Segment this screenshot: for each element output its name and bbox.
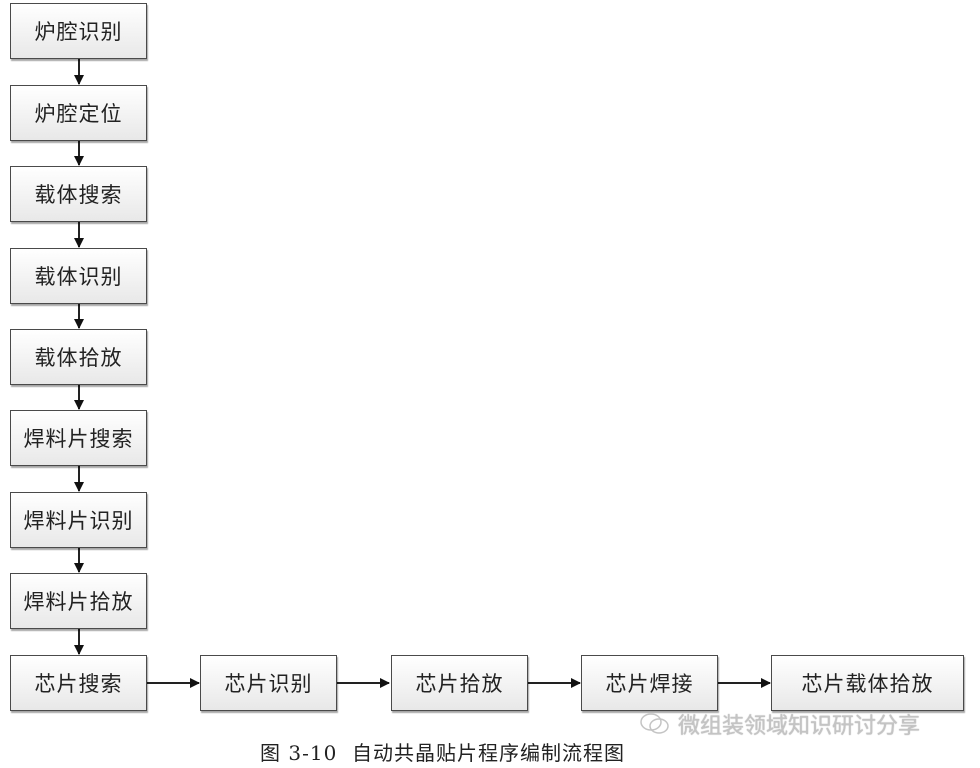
- figure-number: 图 3-10: [260, 741, 338, 765]
- step-label: 炉腔识别: [34, 20, 123, 44]
- step-label: 焊料片拾放: [23, 590, 134, 614]
- step-chip-recognition: 芯片识别: [200, 655, 337, 711]
- step-carrier-recognition: 载体识别: [10, 248, 147, 304]
- step-chip-carrier-pick-place: 芯片载体拾放: [771, 655, 964, 711]
- step-chip-search: 芯片搜索: [10, 655, 147, 711]
- step-chip-pick-place: 芯片拾放: [391, 655, 528, 711]
- step-solder-recognition: 焊料片识别: [10, 492, 147, 548]
- step-label: 芯片识别: [224, 672, 313, 696]
- step-label: 芯片搜索: [34, 672, 123, 696]
- watermark: 微组装领域知识研讨分享: [640, 708, 920, 740]
- step-furnace-recognition: 炉腔识别: [10, 3, 147, 59]
- watermark-text: 微组装领域知识研讨分享: [678, 714, 921, 739]
- step-carrier-search: 载体搜索: [10, 166, 147, 222]
- step-solder-search: 焊料片搜索: [10, 410, 147, 466]
- figure-title: 自动共晶贴片程序编制流程图: [352, 741, 626, 765]
- step-label: 芯片拾放: [415, 672, 504, 696]
- step-label: 芯片载体拾放: [801, 672, 934, 696]
- step-solder-pick-place: 焊料片拾放: [10, 573, 147, 629]
- step-label: 焊料片搜索: [23, 427, 134, 451]
- step-label: 炉腔定位: [34, 102, 123, 126]
- step-label: 焊料片识别: [23, 509, 134, 533]
- figure-caption: 图 3-10 自动共晶贴片程序编制流程图: [260, 737, 625, 766]
- step-label: 载体识别: [34, 265, 123, 289]
- step-chip-welding: 芯片焊接: [581, 655, 718, 711]
- step-label: 芯片焊接: [605, 672, 694, 696]
- step-carrier-pick-place: 载体拾放: [10, 329, 147, 385]
- wechat-icon: [640, 713, 669, 734]
- step-label: 载体拾放: [34, 346, 123, 370]
- step-label: 载体搜索: [34, 183, 123, 207]
- step-furnace-positioning: 炉腔定位: [10, 85, 147, 141]
